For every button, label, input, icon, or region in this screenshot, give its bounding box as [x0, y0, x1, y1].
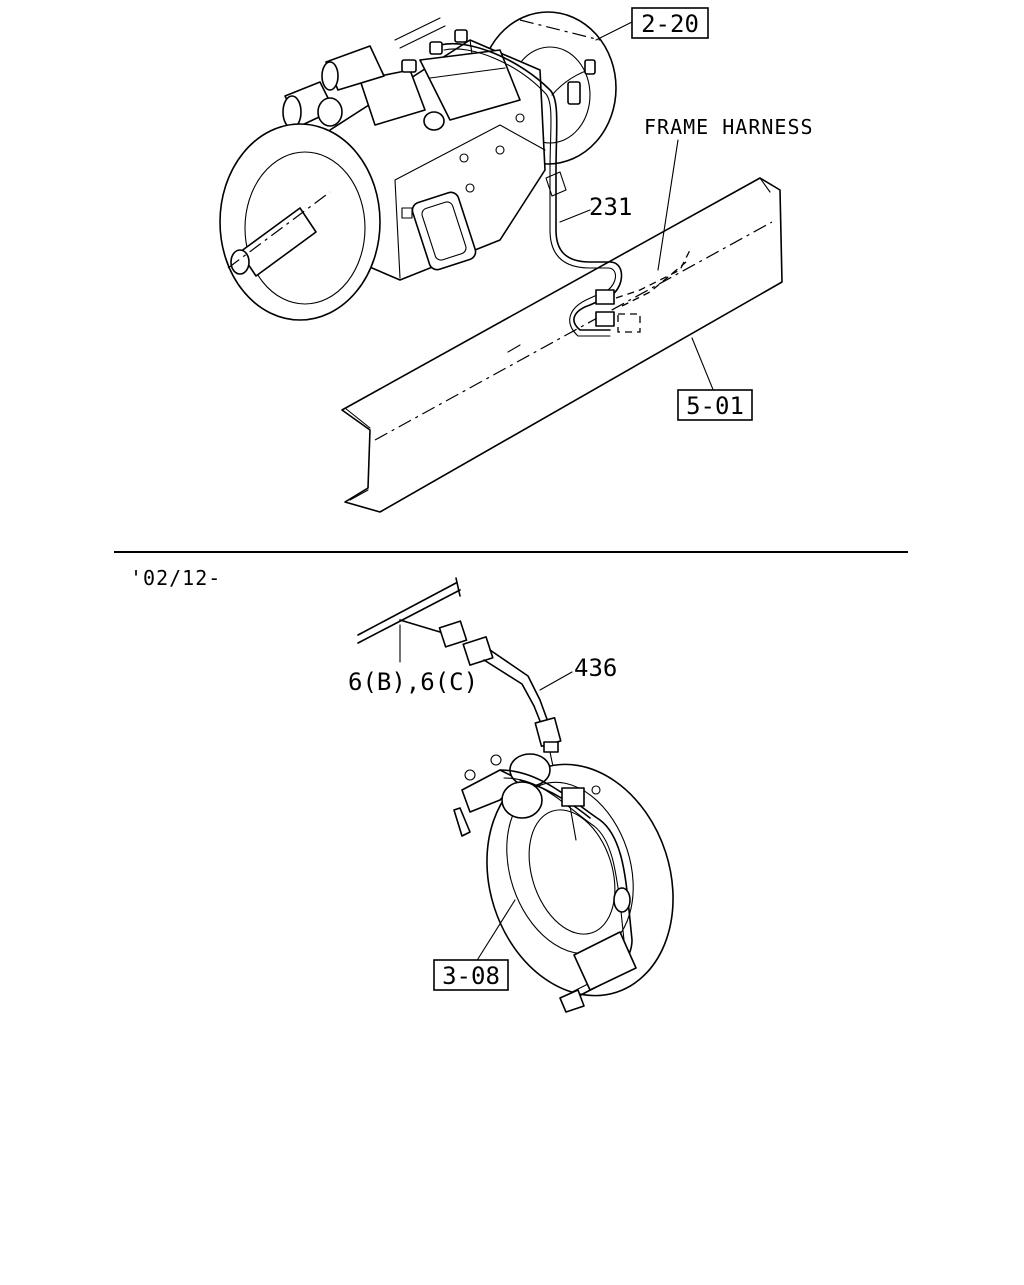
callout-2-20: 2-20	[595, 7, 709, 41]
callout-5-01: 5-01	[677, 337, 753, 421]
svg-text:FRAME HARNESS: FRAME HARNESS	[644, 115, 814, 139]
date-code-label: '02/12-	[130, 566, 221, 590]
svg-text:6(B),6(C): 6(B),6(C)	[348, 668, 478, 696]
harness-231	[401, 29, 691, 337]
callout-6bc: 6(B),6(C)	[348, 668, 478, 696]
callout-436: 436	[539, 654, 617, 691]
svg-text:3-08: 3-08	[442, 962, 500, 990]
svg-text:5-01: 5-01	[686, 392, 744, 420]
clutch-housing-assembly	[453, 753, 674, 1013]
callout-231: 231	[559, 193, 632, 223]
svg-text:231: 231	[589, 193, 632, 221]
svg-text:436: 436	[574, 654, 617, 682]
transmission-assembly	[219, 11, 617, 321]
harness-436	[483, 649, 562, 801]
svg-text:2-20: 2-20	[641, 10, 699, 38]
frame-harness-label: FRAME HARNESS	[644, 115, 814, 271]
callout-3-08: 3-08	[433, 899, 516, 991]
main-harness-branch	[357, 577, 494, 666]
